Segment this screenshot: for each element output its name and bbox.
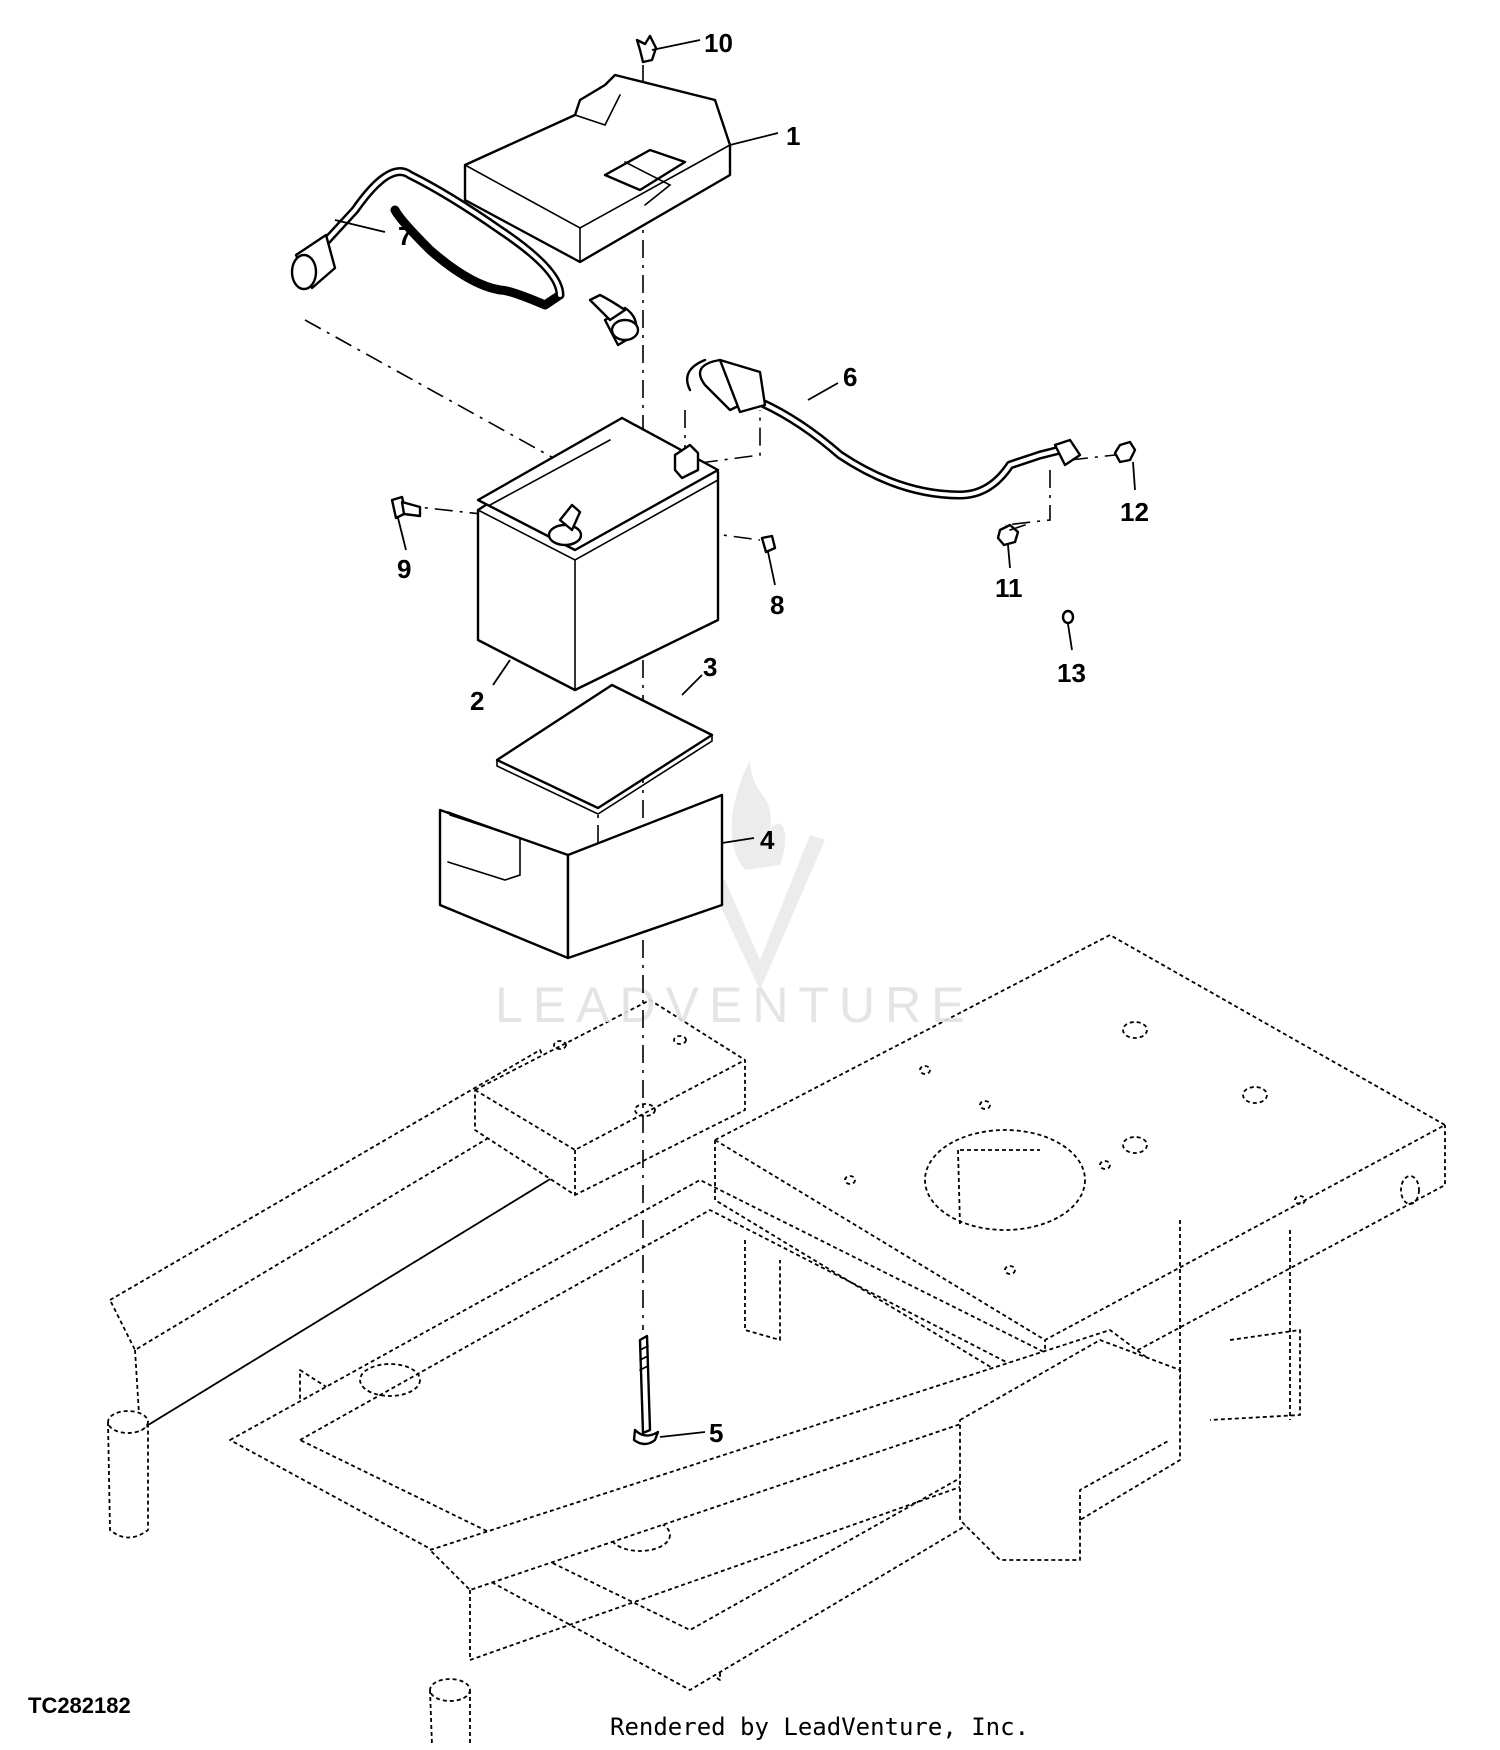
- tractor-frame: [107, 934, 1446, 1746]
- negative-cable: [290, 167, 640, 347]
- callouts: 1 2 3 4 5 6 7 8 9 10 11 12 13: [397, 28, 1149, 1448]
- callout-13: 13: [1057, 658, 1086, 688]
- callout-9: 9: [397, 554, 411, 584]
- figure-id: TC282182: [28, 1693, 131, 1718]
- callout-12: 12: [1120, 497, 1149, 527]
- frame-deck-opening: [924, 1129, 1086, 1231]
- battery-box: [438, 793, 724, 960]
- leadventure-watermark: LEADVENTURE: [495, 760, 975, 1033]
- battery-pad: [495, 683, 714, 815]
- cable-bolt: [996, 523, 1026, 547]
- leader-lines: [334, 39, 1136, 1438]
- callout-7: 7: [398, 221, 412, 251]
- terminal-bolt: [390, 495, 422, 520]
- callout-6: 6: [843, 362, 857, 392]
- callout-8: 8: [770, 590, 784, 620]
- wing-nut: [635, 34, 658, 64]
- battery: [476, 416, 720, 692]
- callout-1: 1: [786, 121, 800, 151]
- frame-main-deck: [714, 934, 1446, 1341]
- callout-10: 10: [704, 28, 733, 58]
- frame-post-left: [107, 1410, 149, 1434]
- callout-11: 11: [995, 573, 1023, 603]
- hold-down-rod: [632, 1334, 660, 1446]
- callout-5: 5: [709, 1418, 723, 1448]
- watermark-text: LEADVENTURE: [495, 977, 975, 1033]
- callout-3: 3: [703, 652, 717, 682]
- callout-2: 2: [470, 686, 484, 716]
- terminal-nut: [760, 534, 777, 554]
- frame-right-bracket: [959, 1339, 1181, 1561]
- frame-battery-plate: [474, 999, 746, 1196]
- positive-cable: [685, 358, 1082, 500]
- lock-washer: [1061, 609, 1075, 625]
- rendered-by-footer: Rendered by LeadVenture, Inc.: [610, 1713, 1029, 1741]
- battery-cover: [463, 73, 732, 264]
- callout-4: 4: [760, 825, 775, 855]
- frame-post-right: [429, 1678, 471, 1702]
- hex-nut: [1113, 440, 1137, 464]
